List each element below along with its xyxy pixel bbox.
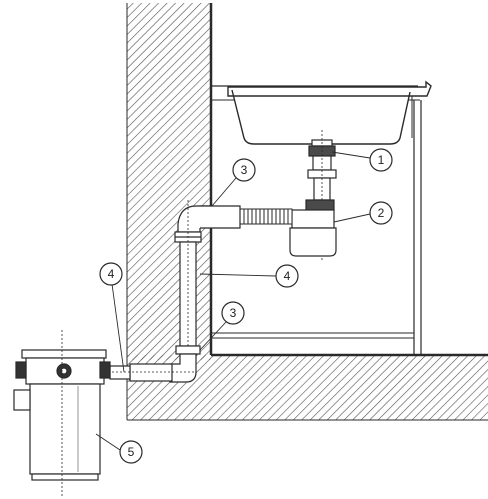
callout-2: 2 [369, 201, 393, 225]
callout-4a-label: 4 [108, 267, 115, 281]
callout-5-label: 5 [128, 445, 135, 459]
callout-2-label: 2 [378, 206, 385, 220]
callout-3a-label: 3 [241, 163, 248, 177]
callout-3b-label: 3 [230, 306, 237, 320]
callout-4b: 4 [99, 262, 123, 286]
corrugated-hose [239, 208, 293, 225]
callout-3a: 3 [232, 158, 256, 182]
bottle-trap [289, 199, 337, 257]
leader-lines [95, 151, 371, 451]
callout-5: 5 [119, 440, 143, 464]
callout-1: 1 [369, 148, 393, 172]
callout-4b-label: 4 [284, 269, 291, 283]
sink-basin [227, 80, 432, 145]
callout-4a: 4 [275, 264, 299, 288]
callout-3b: 3 [221, 301, 245, 325]
callout-1-label: 1 [378, 153, 385, 167]
vertical-drain-pipe [169, 200, 241, 383]
wall [126, 3, 213, 420]
grease-separator [13, 330, 111, 496]
